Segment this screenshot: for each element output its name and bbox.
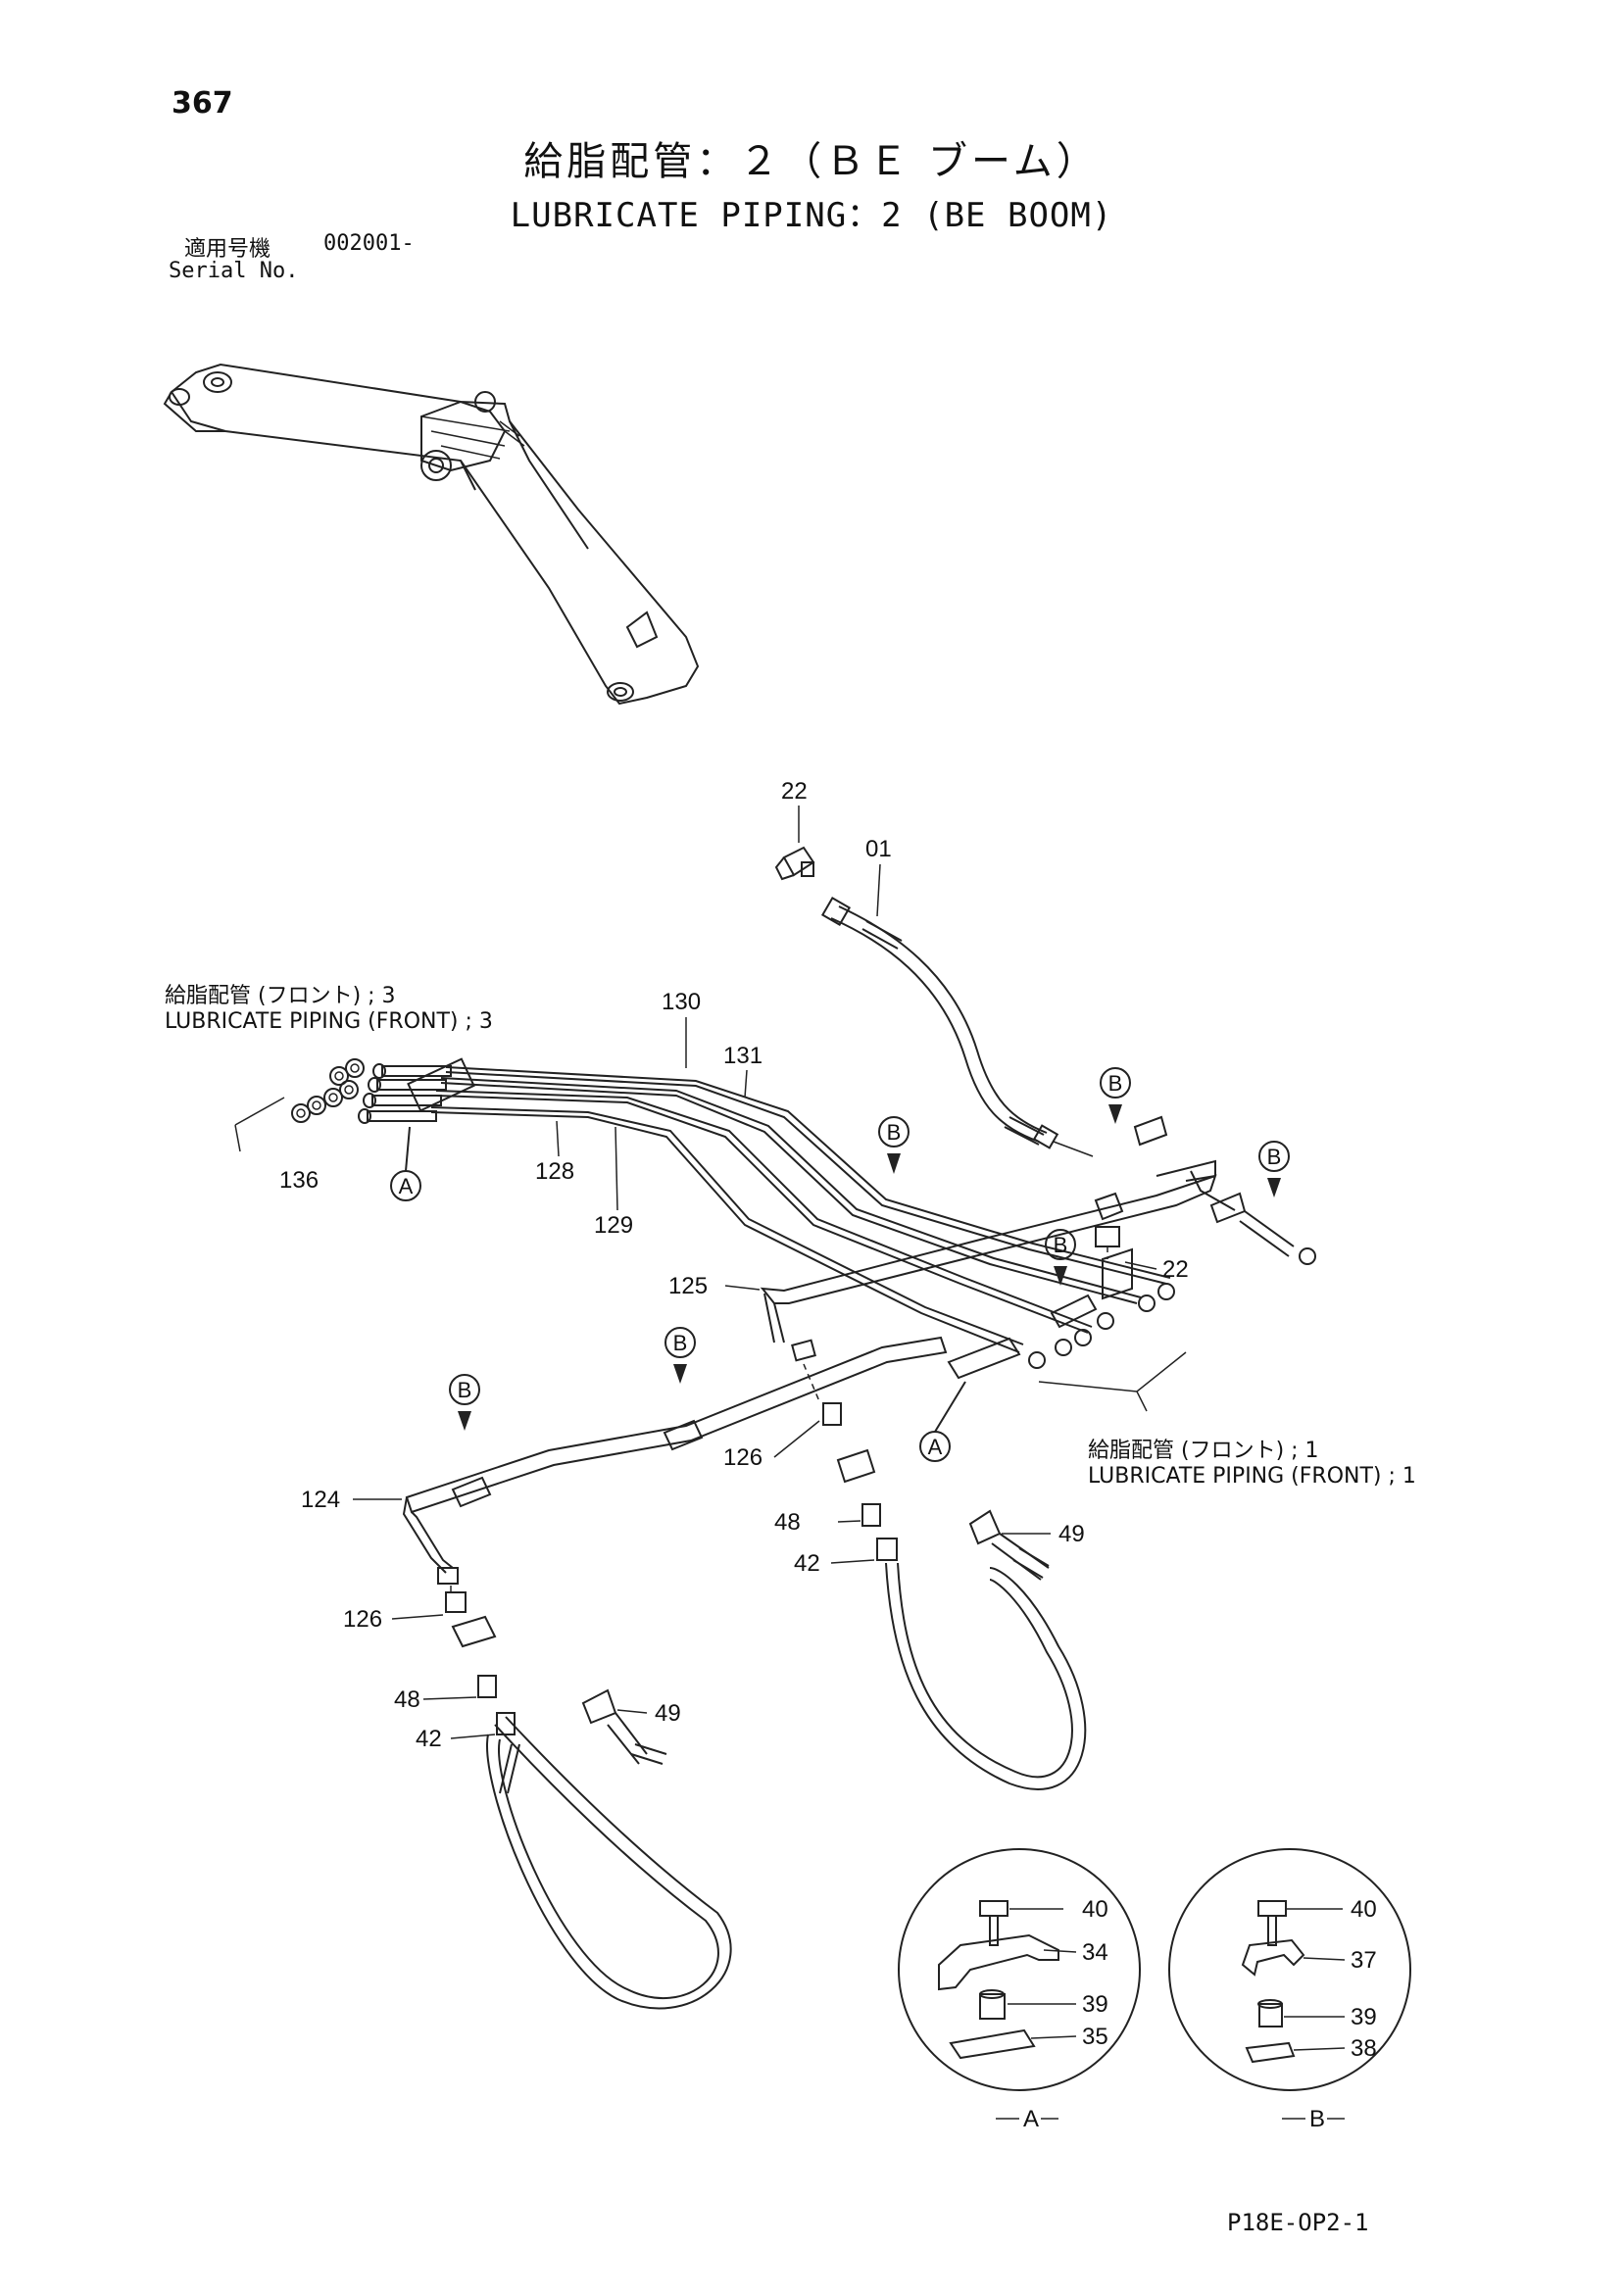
bolt-group-left: [358, 1057, 475, 1124]
ref-marker-b-6: B: [1267, 1145, 1282, 1169]
bolt-group-right: [1028, 1283, 1187, 1412]
callout-49-right: 49: [1058, 1521, 1085, 1547]
callout-126-center: 126: [723, 1444, 762, 1471]
serial-label-japanese: 適用号機: [184, 237, 271, 262]
note-front1-jp: 給脂配管 (フロント) ; 1: [1088, 1439, 1319, 1463]
detail-a-callout-34: 34: [1082, 1939, 1108, 1966]
ref-marker-b-1: B: [458, 1378, 472, 1402]
callout-22-top: 22: [781, 778, 808, 805]
detail-b-callout-38: 38: [1351, 2035, 1377, 2062]
callout-42-center: 42: [794, 1550, 820, 1577]
detail-b-callout-40: 40: [1351, 1896, 1377, 1923]
detail-view-b: 40 37 39 38 B: [1168, 1848, 1411, 2132]
detail-a-callout-35: 35: [1082, 2024, 1108, 2050]
piping-assembly: [234, 846, 1316, 2010]
detail-b-callout-39: 39: [1351, 2004, 1377, 2030]
callout-labels: 22 01 130 131 136 128 129 125 22 124 126…: [279, 778, 1189, 1752]
ref-marker-a-right: A: [928, 1435, 943, 1459]
callout-42-left: 42: [416, 1726, 442, 1752]
note-front3-jp: 給脂配管 (フロント) ; 3: [165, 984, 396, 1008]
ref-marker-b-4: B: [1054, 1233, 1068, 1257]
detail-view-a-label: A: [1023, 2106, 1039, 2132]
note-front3-en: LUBRICATE PIPING (FRONT) ; 3: [165, 1009, 493, 1034]
detail-view-b-label: B: [1309, 2106, 1325, 2132]
ref-marker-b-3: B: [887, 1120, 902, 1145]
callout-48-left: 48: [394, 1686, 420, 1713]
boom-overview: [163, 363, 700, 706]
detail-a-callout-39: 39: [1082, 1991, 1108, 2018]
ref-marker-b-5: B: [1108, 1071, 1123, 1096]
nut-group-136: [234, 1058, 365, 1152]
leader-lines: [353, 806, 1157, 1739]
footer-code: P18E-OP2-1: [1227, 2209, 1369, 2236]
callout-130: 130: [662, 989, 701, 1015]
callout-125: 125: [668, 1273, 708, 1299]
callout-126-left: 126: [343, 1606, 382, 1633]
callout-22-lower: 22: [1162, 1256, 1189, 1283]
serial-code: 002001-: [323, 231, 415, 256]
detail-b-callout-37: 37: [1351, 1947, 1377, 1974]
detail-a-callout-40: 40: [1082, 1896, 1108, 1923]
callout-01: 01: [865, 836, 892, 862]
ref-marker-b-2: B: [673, 1331, 688, 1355]
detail-view-a: 40 34 39 35 A: [898, 1848, 1141, 2132]
callout-49-left: 49: [655, 1700, 681, 1727]
ref-marker-a-left: A: [399, 1174, 414, 1198]
serial-label-english: Serial No.: [169, 259, 299, 283]
callout-129: 129: [594, 1212, 633, 1239]
callout-131: 131: [723, 1043, 762, 1069]
ref-markers: A A B B B B B B: [390, 1067, 1290, 1462]
callout-136: 136: [279, 1167, 319, 1194]
title-english: LUBRICATE PIPING：2 (BE BOOM): [510, 196, 1113, 235]
callout-48-center: 48: [774, 1509, 801, 1536]
callout-124: 124: [301, 1487, 340, 1513]
page-number: 367: [172, 86, 233, 121]
title-japanese: 給脂配管：２（ＢＥ ブーム）: [523, 139, 1100, 184]
callout-128: 128: [535, 1158, 574, 1185]
note-front1-en: LUBRICATE PIPING (FRONT) ; 1: [1088, 1464, 1416, 1489]
